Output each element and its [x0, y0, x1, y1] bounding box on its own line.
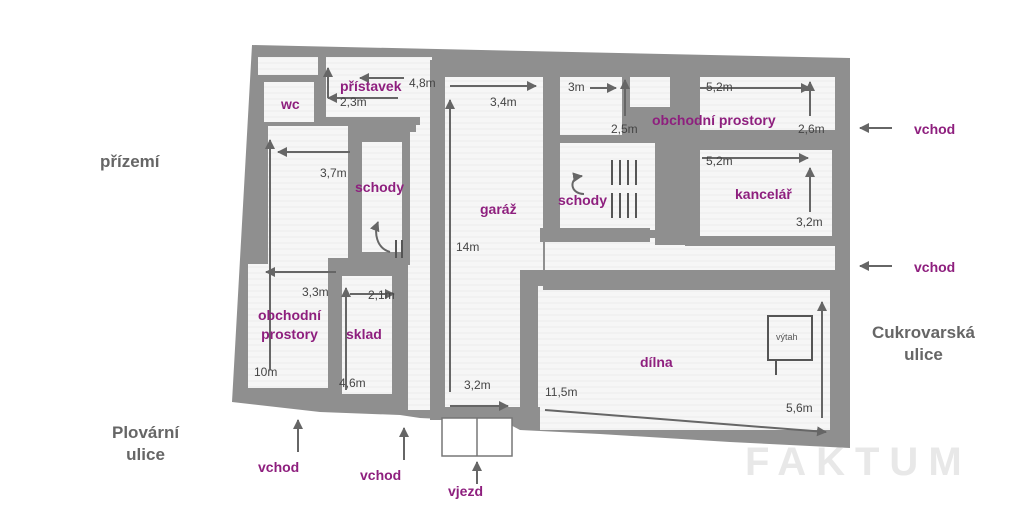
dim-5-6: 5,6m	[786, 401, 813, 415]
room-schody-mid: schody	[558, 192, 608, 208]
dim-5-2-top: 5,2m	[706, 80, 733, 94]
dim-11-5: 11,5m	[545, 385, 578, 399]
room-obchodni-left: obchodní prostory	[258, 307, 321, 342]
dim-3-7: 3,7m	[320, 166, 347, 180]
dim-3-2-office: 3,2m	[796, 215, 823, 229]
room-wc: wc	[281, 96, 300, 112]
watermark: FAKTUM	[745, 440, 972, 484]
room-garaz: garáž	[480, 201, 517, 217]
room-vytah: výtah	[776, 332, 798, 342]
dim-2-1: 2,1m	[368, 288, 395, 302]
dim-2-3: 2,3m	[340, 95, 367, 109]
entry-vjezd: vjezd	[448, 483, 484, 499]
dim-3-3: 3,3m	[302, 285, 329, 299]
dim-3: 3m	[568, 80, 585, 94]
street-plovarni: Plovární ulice	[112, 423, 180, 464]
street-cukrovarska: Cukrovarská ulice	[872, 323, 976, 364]
entry-arrows	[293, 123, 892, 484]
dim-10: 10m	[254, 365, 278, 379]
lift-box	[767, 315, 813, 361]
room-schody-left: schody	[355, 179, 405, 195]
stairs	[395, 160, 637, 258]
entry-bottom-2: vchod	[360, 467, 402, 483]
floor-label: přízemí	[100, 152, 160, 171]
room-kancelar: kancelář	[735, 186, 792, 202]
dim-3-2-garage: 3,2m	[464, 378, 491, 392]
gate	[441, 417, 513, 457]
dim-14: 14m	[456, 240, 480, 254]
dim-3-4: 3,4m	[490, 95, 517, 109]
dim-2-6: 2,6m	[798, 122, 825, 136]
entry-bottom-1: vchod	[258, 459, 300, 475]
room-pristavek: přístavek	[340, 78, 402, 94]
entry-right-top: vchod	[914, 121, 956, 137]
room-dilna: dílna	[640, 354, 673, 370]
dim-4-8: 4,8m	[409, 76, 436, 90]
entry-right-mid: vchod	[914, 259, 956, 275]
dim-5-2-office: 5,2m	[706, 154, 733, 168]
room-sklad: sklad	[346, 326, 382, 342]
room-interiors	[248, 57, 835, 430]
dim-4-6: 4,6m	[339, 376, 366, 390]
dim-2-5: 2,5m	[611, 122, 638, 136]
room-obchodni-right: obchodní prostory	[652, 112, 776, 128]
inner-walls	[320, 55, 850, 422]
dimension-arrows	[265, 67, 827, 437]
